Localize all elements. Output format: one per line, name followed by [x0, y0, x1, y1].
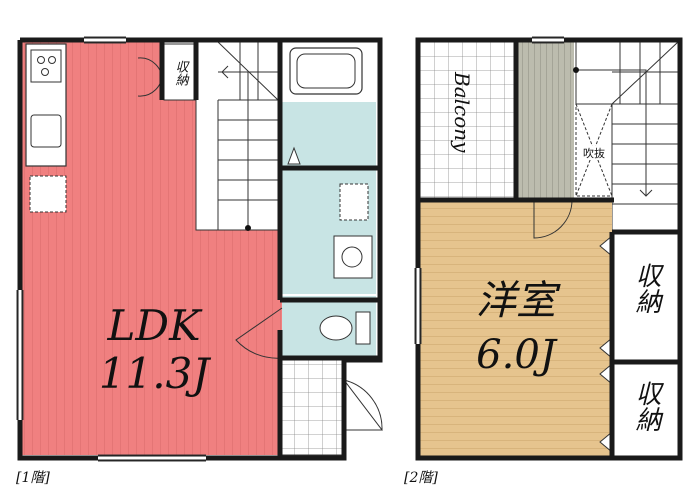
balcony-deck — [516, 42, 574, 198]
western-room-name: 洋室 — [476, 278, 561, 324]
ldk-room-size: 11.3J — [99, 349, 212, 398]
bathtub-icon — [289, 47, 363, 95]
floor-2-caption: [2階] — [404, 470, 438, 486]
closet-2f-lower — [612, 364, 678, 456]
western-room-size: 6.0J — [476, 332, 558, 378]
step-marker — [287, 146, 301, 165]
closet-1f-label: 収納 — [173, 60, 189, 86]
closet-2f-upper — [612, 234, 678, 360]
toilet-door — [235, 307, 283, 359]
void-label: 吹抜 — [583, 146, 605, 160]
balcony-label: Balcony — [450, 71, 474, 153]
vanity-sink-icon — [333, 235, 373, 279]
balcony — [420, 42, 516, 198]
western-room-floor — [420, 200, 612, 456]
fridge-space — [29, 175, 67, 213]
closet-2f-lower-label: 収納 — [631, 380, 661, 432]
floor-1-caption: [1階] — [16, 470, 50, 486]
sink-icon — [30, 114, 62, 148]
room-door — [533, 199, 573, 239]
floor-2-plan: Balcony 吹抜 収納 — [404, 36, 683, 486]
floor-1-plan: 収納 — [16, 36, 384, 486]
washer-space — [339, 183, 369, 221]
closet-2f-upper-label: 収納 — [631, 262, 661, 314]
toilet-icon — [319, 315, 353, 341]
stove-icon — [30, 49, 62, 83]
ldk-room-name: LDK — [107, 301, 204, 350]
staircase-1f — [195, 41, 279, 231]
entrance-tiles — [281, 359, 345, 456]
staircase-2f — [573, 41, 679, 231]
